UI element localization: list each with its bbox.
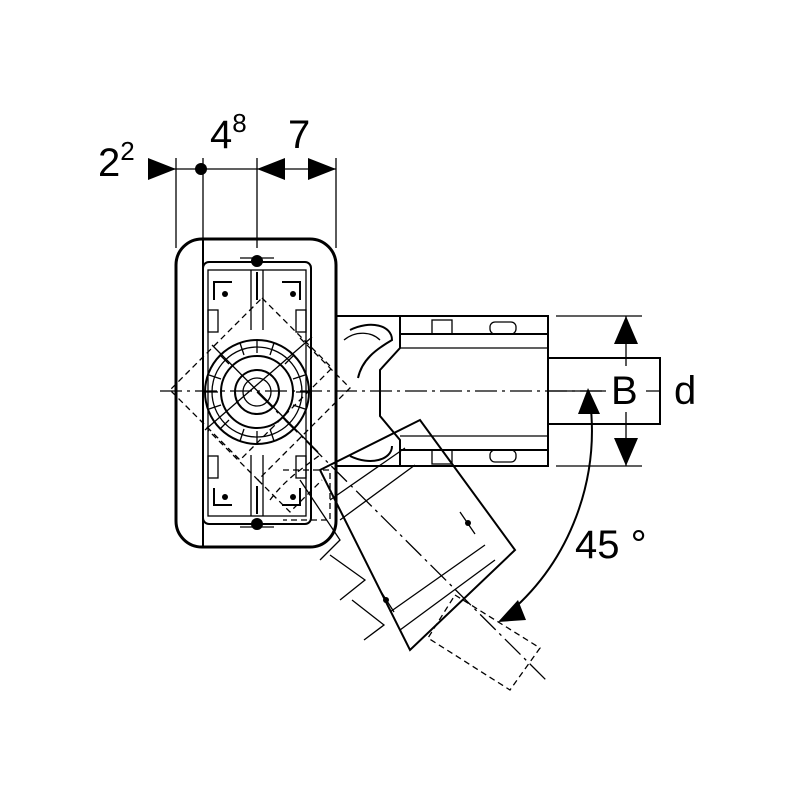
- arrow-head: [308, 158, 336, 180]
- angle-label: 45 °: [575, 523, 647, 567]
- top-dimension-chain: [148, 158, 337, 248]
- arrow-head: [257, 158, 285, 180]
- arrow-head: [578, 388, 600, 414]
- dimension-label-2-2: 22: [98, 136, 135, 185]
- valve-body: [204, 336, 319, 453]
- dimension-label-4-8: 48: [210, 108, 247, 157]
- arrow-head: [148, 158, 176, 180]
- arrow-head: [614, 316, 638, 344]
- dimension-label-7: 7: [288, 113, 310, 157]
- rotated-position-outline: [169, 297, 351, 521]
- mounting-box: [174, 237, 338, 549]
- dimension-dot: [195, 163, 207, 175]
- angle-dimension-45: [498, 388, 600, 622]
- label-d: d: [674, 369, 696, 413]
- arrow-head: [614, 438, 638, 466]
- angled-center-line: [256, 391, 547, 681]
- dimension-B: [556, 315, 642, 467]
- arrow-head: [498, 600, 526, 622]
- angled-outlet: [299, 418, 541, 691]
- label-B: B: [611, 369, 638, 413]
